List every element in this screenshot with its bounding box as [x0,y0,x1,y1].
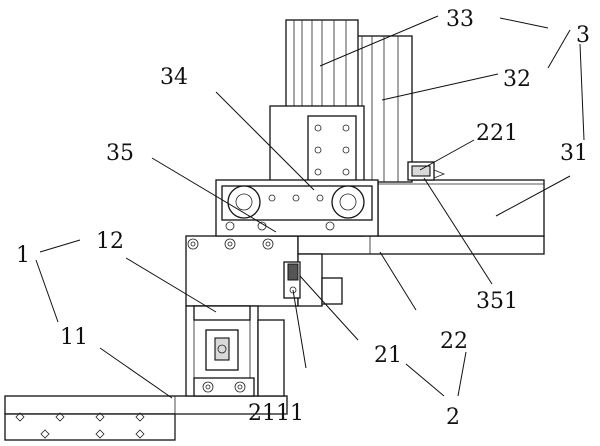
label-3: 3 [576,23,590,48]
label-2: 2 [446,405,460,430]
label-31: 31 [560,141,588,166]
base-plate-11 [4,395,288,441]
label-32: 32 [503,67,531,92]
label-11: 11 [60,325,88,350]
stand-block-12 [185,235,299,397]
cylinder-33 [285,19,359,117]
slide-rail-22 [297,235,545,307]
label-12: 12 [96,229,124,254]
label-1: 1 [16,243,30,268]
reference-labels: 33 3 32 34 221 35 31 12 1 351 11 22 21 2… [16,7,590,430]
label-33: 33 [446,7,474,32]
leader-lines [35,15,585,399]
label-34: 34 [160,65,188,90]
label-35: 35 [106,141,134,166]
beam-31 [377,179,545,237]
clamp-bar-35 [215,179,379,237]
slider-21 [283,261,301,299]
label-221: 221 [476,121,518,146]
label-351: 351 [476,289,518,314]
label-22: 22 [440,329,468,354]
sensor-bracket-221 [407,161,446,181]
label-21: 21 [374,343,402,368]
label-2111: 2111 [248,401,304,426]
